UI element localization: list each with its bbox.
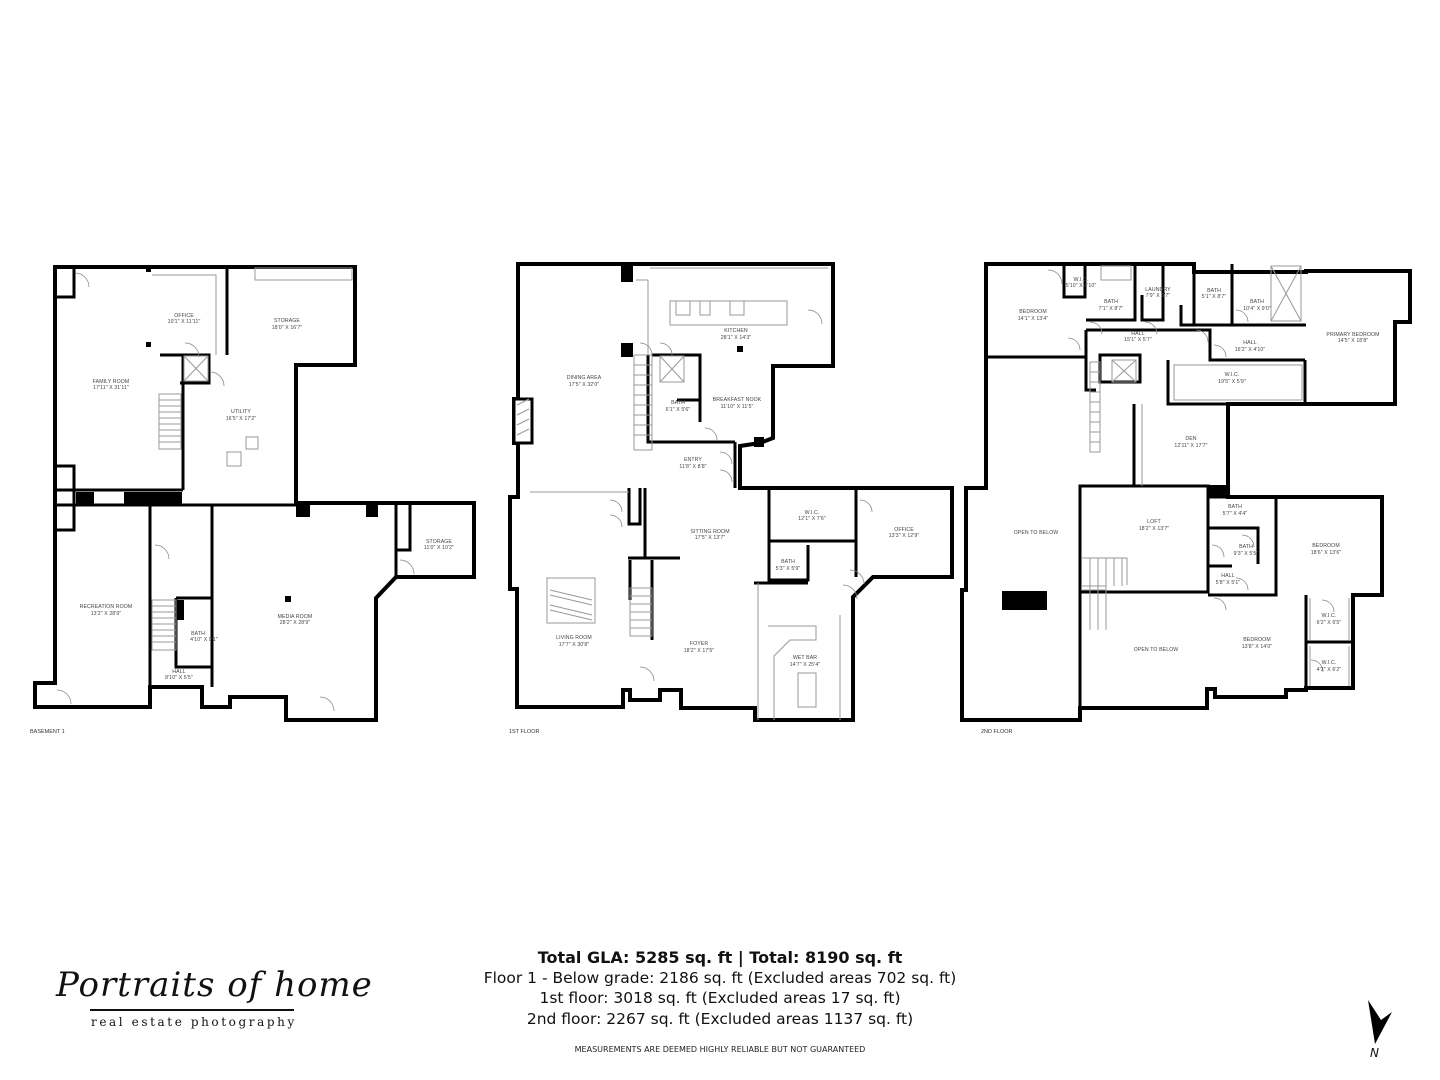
company-logo: Portraits of home real estate photograph… — [38, 965, 372, 1045]
room-dims: 9'3" X 5'5" — [1234, 551, 1259, 557]
floor-label-basement: BASEMENT 1 — [30, 729, 65, 735]
room-label: BATH — [191, 631, 205, 637]
room-label: DEN — [1185, 436, 1196, 442]
room-label: FAMILY ROOM — [93, 379, 130, 385]
room-label: BEDROOM — [1019, 309, 1047, 315]
room-label: FOYER — [690, 641, 709, 647]
room-dims: 10'1" X 11'11" — [168, 319, 201, 325]
room-dims: 5'3" X 5'9" — [776, 566, 801, 572]
room-dims: 13'2" X 28'9" — [91, 611, 122, 617]
room-dims: 15'1" X 5'7" — [1124, 337, 1152, 343]
summary-title: Total GLA: 5285 sq. ft | Total: 8190 sq.… — [537, 948, 903, 967]
room-dims: 16'2" X 4'10" — [1235, 347, 1266, 353]
room-dims: 18'2" X 13'7" — [1139, 526, 1170, 532]
room-dims: 13'8" X 14'0" — [1242, 644, 1273, 650]
room-label: OFFICE — [174, 313, 194, 319]
room-label: LOFT — [1147, 519, 1161, 525]
room-dims: 6'2" X 6'5" — [1317, 620, 1342, 626]
room-dims: 5'10" X 4'10" — [1066, 283, 1097, 289]
room-dims: 10'4" X 9'0" — [1243, 306, 1271, 312]
floor-label-first: 1ST FLOOR — [509, 729, 539, 735]
room-label: BATH — [1239, 544, 1253, 550]
room-dims: 18'2" X 17'5" — [684, 648, 715, 654]
room-dims: 4'2" X 6'2" — [1317, 667, 1342, 673]
room-dims: 12'11" X 17'7" — [1174, 443, 1207, 449]
room-dims: 19'5" X 5'9" — [1218, 379, 1246, 385]
room-label: HALL — [1221, 573, 1234, 579]
room-label: MEDIA ROOM — [278, 614, 313, 620]
room-label: SITTING ROOM — [690, 529, 729, 535]
room-label: UTILITY — [231, 409, 251, 415]
basement-floor-plan: OFFICE 10'1" X 11'11" STORAGE 18'0" X 16… — [30, 265, 476, 735]
room-dims: 12'1" X 7'6" — [798, 516, 826, 522]
summary-line-second-floor: 2nd floor: 2267 sq. ft (Excluded areas 1… — [526, 1010, 914, 1028]
room-dims: 28'1" X 14'3" — [721, 335, 752, 341]
room-label: STORAGE — [274, 318, 300, 324]
room-dims: 11'0" X 10'2" — [424, 545, 454, 551]
room-label: BEDROOM — [1243, 637, 1271, 643]
room-dims: 4'10" X 9'1" — [190, 637, 218, 643]
room-label: W.I.C. — [1322, 613, 1337, 619]
room-label: BATH — [1228, 504, 1242, 510]
room-label: BEDROOM — [1312, 543, 1340, 549]
room-dims: 5'8" X 5'1" — [1216, 580, 1241, 586]
room-label: LAUNDRY — [1145, 287, 1171, 293]
room-dims: 11'10" X 11'5" — [721, 404, 754, 410]
room-label: RECREATION ROOM — [80, 604, 133, 610]
room-label: ENTRY — [684, 457, 702, 463]
room-label: STORAGE — [426, 539, 452, 545]
room-dims: 16'5" X 17'2" — [226, 416, 257, 422]
room-dims: 17'11" X 31'11" — [93, 385, 129, 391]
room-dims: 5'7" X 4'4" — [1223, 511, 1248, 517]
room-label: W.I.C. — [1322, 660, 1337, 666]
room-dims: 13'3" X 12'9" — [889, 533, 920, 539]
north-arrow-icon — [1368, 1000, 1392, 1044]
room-label: BREAKFAST NOOK — [713, 397, 762, 403]
room-label: HALL — [1243, 340, 1256, 346]
logo-subtitle: real estate photography — [91, 1015, 297, 1029]
room-label: DINING AREA — [567, 375, 602, 381]
north-label: N — [1370, 1046, 1379, 1060]
room-label: HALL — [1131, 331, 1144, 337]
room-label: OPEN TO BELOW — [1014, 530, 1059, 536]
room-dims: 18'6" X 13'6" — [1311, 550, 1342, 556]
first-floor-plan: KITCHEN 28'1" X 14'3" DINING AREA 17'5" … — [508, 262, 954, 735]
room-label: BATH — [1207, 288, 1221, 294]
room-dims: 17'7" X 30'8" — [559, 642, 590, 648]
room-dims: 7'1" X 8'7" — [1099, 306, 1124, 312]
room-dims: 11'8" X 8'8" — [679, 464, 706, 470]
room-label: BATH — [1250, 299, 1264, 305]
second-floor-plan: BEDROOM 14'1" X 13'4" W.I.C. 5'10" X 4'1… — [960, 262, 1412, 735]
room-dims: 14'7" X 25'4" — [790, 662, 821, 668]
room-label: KITCHEN — [724, 328, 748, 334]
room-label: BATH — [1104, 299, 1118, 305]
room-dims: 7'9" X 8'7" — [1146, 293, 1171, 299]
room-dims: 14'1" X 13'4" — [1018, 316, 1049, 322]
room-dims: 5'1" X 8'7" — [1202, 294, 1227, 300]
disclaimer: MEASUREMENTS ARE DEEMED HIGHLY RELIABLE … — [574, 1045, 866, 1054]
room-label: PRIMARY BEDROOM — [1326, 332, 1379, 338]
summary-line-first-floor: 1st floor: 3018 sq. ft (Excluded areas 1… — [539, 989, 901, 1007]
room-label: WET BAR — [793, 655, 817, 661]
room-dims: 28'2" X 28'9" — [280, 620, 311, 626]
logo-script-text: Portraits of home — [56, 965, 373, 1005]
room-label: BATH — [671, 400, 685, 406]
room-label: LIVING ROOM — [556, 635, 592, 641]
room-label: OPEN TO BELOW — [1134, 647, 1179, 653]
room-dims: 18'0" X 16'7" — [272, 325, 303, 331]
summary-line-below-grade: Floor 1 - Below grade: 2186 sq. ft (Excl… — [483, 969, 957, 987]
room-label: W.I.C. — [1074, 277, 1089, 283]
room-label: W.I.C. — [1225, 372, 1240, 378]
room-label: W.I.C. — [805, 510, 820, 516]
room-label: HALL — [172, 669, 185, 675]
room-label: BATH — [781, 559, 795, 565]
room-dims: 6'1" X 5'6" — [666, 407, 691, 413]
logo-underline — [90, 1009, 294, 1011]
room-dims: 14'5" X 18'8" — [1338, 338, 1369, 344]
floor-label-second: 2ND FLOOR — [981, 729, 1013, 735]
room-dims: 17'5" X 13'7" — [695, 535, 726, 541]
room-dims: 8'10" X 5'5" — [165, 675, 193, 681]
room-label: OFFICE — [894, 527, 914, 533]
room-dims: 17'5" X 32'0" — [569, 382, 600, 388]
